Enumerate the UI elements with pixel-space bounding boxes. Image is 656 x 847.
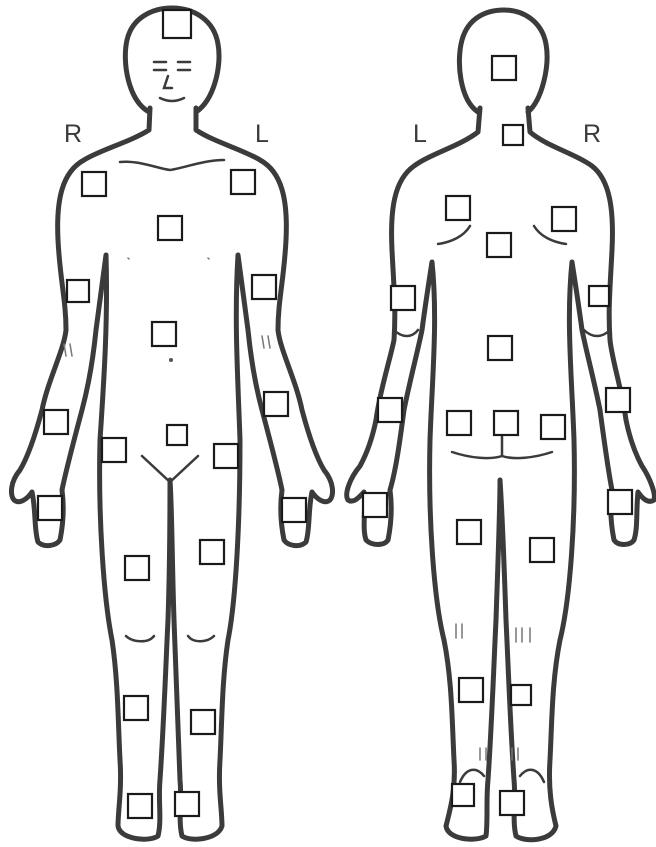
checkbox-front-left-shoulder[interactable] bbox=[231, 170, 255, 194]
checkbox-back-left-buttock[interactable] bbox=[447, 411, 471, 435]
checkbox-front-left-forearm[interactable] bbox=[264, 392, 288, 416]
checkbox-back-right-hand[interactable] bbox=[608, 490, 632, 514]
checkbox-back-right-upper-arm[interactable] bbox=[589, 286, 609, 306]
checkbox-front-right-hip[interactable] bbox=[102, 438, 126, 462]
checkbox-back-right-thigh[interactable] bbox=[530, 538, 554, 562]
back-right-label: R bbox=[583, 120, 601, 148]
checkbox-front-abdomen[interactable] bbox=[152, 322, 176, 346]
checkbox-back-left-thigh[interactable] bbox=[457, 520, 481, 544]
checkbox-front-groin[interactable] bbox=[167, 425, 187, 445]
checkbox-front-left-shin[interactable] bbox=[191, 710, 215, 734]
checkbox-front-left-hip[interactable] bbox=[214, 444, 238, 468]
checkbox-front-right-upper-arm[interactable] bbox=[67, 280, 89, 302]
checkbox-back-head[interactable] bbox=[492, 56, 516, 80]
checkbox-front-right-shoulder[interactable] bbox=[82, 172, 106, 196]
checkbox-front-right-thigh[interactable] bbox=[125, 556, 149, 580]
checkbox-back-left-hand[interactable] bbox=[363, 493, 387, 517]
checkbox-back-sacrum[interactable] bbox=[494, 411, 518, 435]
checkbox-back-left-heel[interactable] bbox=[452, 784, 474, 806]
checkbox-back-left-scapula[interactable] bbox=[446, 196, 470, 220]
checkbox-front-chest[interactable] bbox=[158, 216, 182, 240]
checkbox-back-neck[interactable] bbox=[503, 125, 523, 145]
checkbox-front-right-hand[interactable] bbox=[38, 496, 62, 520]
checkbox-front-right-forearm[interactable] bbox=[44, 410, 68, 434]
back-body-outline bbox=[347, 108, 655, 840]
checkbox-back-right-forearm[interactable] bbox=[606, 388, 630, 412]
back-left-label: L bbox=[413, 120, 427, 148]
front-navel bbox=[169, 358, 173, 362]
checkbox-front-left-hand[interactable] bbox=[282, 498, 306, 522]
checkbox-back-left-forearm[interactable] bbox=[378, 398, 402, 422]
back-checkboxes bbox=[363, 56, 632, 815]
checkbox-back-lower-back[interactable] bbox=[488, 336, 512, 360]
checkbox-back-left-upper-arm[interactable] bbox=[391, 286, 415, 310]
checkbox-back-right-scapula[interactable] bbox=[552, 207, 576, 231]
checkbox-front-head[interactable] bbox=[163, 10, 191, 38]
checkbox-front-left-foot[interactable] bbox=[175, 792, 199, 816]
front-face-detail bbox=[154, 62, 190, 101]
checkbox-front-right-shin[interactable] bbox=[124, 696, 148, 720]
checkbox-front-left-thigh[interactable] bbox=[200, 540, 224, 564]
checkbox-back-upper-spine[interactable] bbox=[487, 233, 511, 257]
checkbox-back-right-heel[interactable] bbox=[500, 791, 524, 815]
front-right-label: R bbox=[64, 120, 82, 148]
checkbox-back-left-calf[interactable] bbox=[459, 678, 483, 702]
checkbox-front-right-foot[interactable] bbox=[128, 794, 152, 818]
checkbox-front-left-upper-arm[interactable] bbox=[252, 275, 276, 299]
front-left-label: L bbox=[255, 120, 269, 148]
checkbox-back-right-calf[interactable] bbox=[511, 685, 531, 705]
checkbox-back-right-buttock[interactable] bbox=[541, 415, 565, 439]
